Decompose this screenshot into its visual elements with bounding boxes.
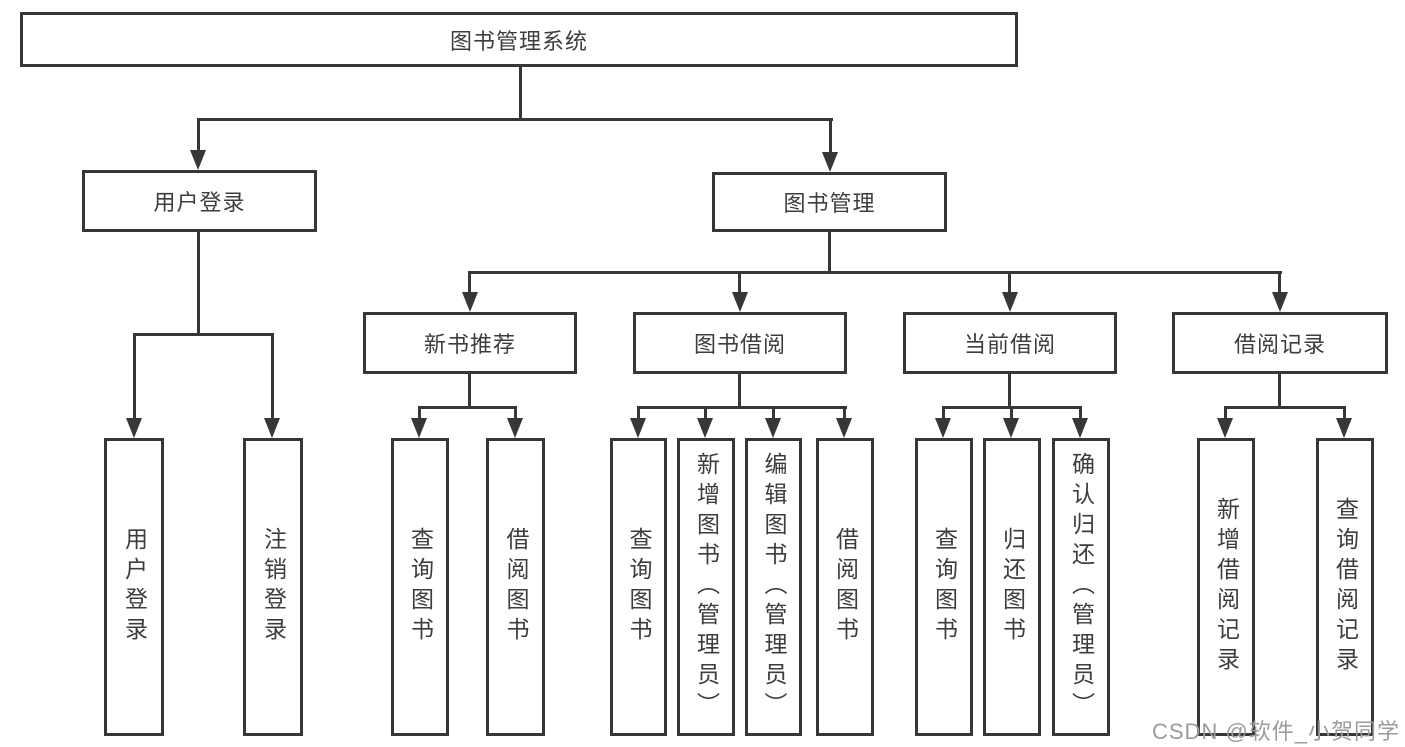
leaf-query-books-2: 查询图书	[610, 438, 667, 736]
node-root-label: 图书管理系统	[449, 28, 588, 54]
arrow-down-icon	[411, 418, 427, 438]
connector-to-leaf	[514, 406, 517, 420]
connector-to-leaf	[843, 406, 846, 420]
arrow-down-icon	[462, 292, 478, 312]
watermark: CSDN @软件_小贺同学	[1152, 719, 1401, 744]
leaf-edit-book-admin: 编辑图书（管理员）	[745, 438, 802, 736]
leaf-label: 新增图书（管理员）	[693, 452, 720, 722]
leaf-query-books-1: 查询图书	[391, 438, 449, 736]
leaf-return-books: 归还图书	[983, 438, 1041, 736]
leaf-add-borrow-record: 新增借阅记录	[1197, 438, 1255, 736]
node-root: 图书管理系统	[20, 12, 1018, 67]
arrow-down-icon	[1336, 418, 1352, 438]
connector-user-login-stem	[197, 230, 200, 335]
node-borrow-records-label: 借阅记录	[1233, 332, 1326, 357]
leaf-label: 查询图书	[407, 527, 434, 647]
connector-borrow-records-rail	[1224, 406, 1346, 409]
node-book-management-label: 图书管理	[783, 191, 876, 216]
node-book-borrow: 图书借阅	[633, 312, 847, 374]
connector-level2-rail	[468, 271, 1282, 274]
arrow-down-icon	[190, 150, 206, 170]
connector-to-leaf	[704, 406, 707, 420]
connector-to-borrow-records	[1278, 271, 1281, 293]
arrow-down-icon	[697, 418, 713, 438]
leaf-query-books-3: 查询图书	[915, 438, 973, 736]
leaf-label: 编辑图书（管理员）	[761, 452, 787, 722]
leaf-label: 借阅图书	[832, 527, 859, 647]
arrow-down-icon	[630, 418, 646, 438]
connector-to-leaf	[637, 406, 640, 420]
node-book-management: 图书管理	[712, 172, 947, 232]
node-current-borrow: 当前借阅	[903, 312, 1117, 374]
leaf-label: 确认归还（管理员）	[1068, 452, 1095, 722]
leaf-label: 查询借阅记录	[1332, 497, 1359, 677]
connector-book-management-stem	[828, 230, 831, 274]
leaf-borrow-books-2: 借阅图书	[816, 438, 874, 736]
leaf-label: 注销登录	[260, 527, 287, 647]
arrow-down-icon	[264, 418, 280, 438]
connector-to-leaf	[1010, 406, 1013, 420]
connector-new-book-recommend-rail	[418, 406, 517, 409]
leaf-label: 借阅图书	[503, 527, 529, 647]
connector-current-borrow-stem	[1008, 372, 1011, 408]
connector-level1-rail	[197, 118, 833, 121]
arrow-down-icon	[935, 418, 951, 438]
arrow-down-icon	[1217, 418, 1233, 438]
node-user-login-label: 用户登录	[153, 190, 246, 215]
connector-to-leaf	[772, 406, 775, 420]
node-borrow-records: 借阅记录	[1172, 312, 1388, 374]
connector-to-book-management	[829, 118, 832, 154]
connector-to-leaf	[1343, 406, 1346, 420]
leaf-confirm-return-admin: 确认归还（管理员）	[1052, 438, 1110, 736]
connector-to-leaf	[1079, 406, 1082, 420]
leaf-label: 用户登录	[121, 527, 148, 647]
connector-new-book-recommend-stem	[468, 372, 471, 408]
connector-book-borrow-stem	[738, 372, 741, 408]
leaf-label: 查询图书	[626, 527, 652, 647]
node-current-borrow-label: 当前借阅	[963, 332, 1056, 357]
leaf-borrow-books-1: 借阅图书	[486, 438, 545, 736]
node-new-book-recommend-label: 新书推荐	[423, 332, 516, 357]
connector-to-book-borrow	[738, 271, 741, 293]
node-new-book-recommend: 新书推荐	[363, 312, 577, 374]
arrow-down-icon	[1072, 418, 1088, 438]
node-book-borrow-label: 图书借阅	[693, 332, 786, 357]
leaf-label: 查询图书	[931, 527, 958, 647]
node-user-login: 用户登录	[82, 170, 317, 232]
leaf-logout: 注销登录	[243, 438, 303, 736]
leaf-label: 新增借阅记录	[1213, 497, 1240, 677]
arrow-down-icon	[1272, 292, 1288, 312]
connector-to-leaf	[1224, 406, 1227, 420]
leaf-query-borrow-record: 查询借阅记录	[1316, 438, 1374, 736]
connector-to-new-book-recommend	[468, 271, 471, 293]
arrow-down-icon	[732, 292, 748, 312]
leaf-label: 归还图书	[999, 527, 1026, 647]
connector-to-user-login	[197, 118, 200, 152]
connector-to-leaf	[942, 406, 945, 420]
arrow-down-icon	[822, 152, 838, 172]
arrow-down-icon	[507, 418, 523, 438]
connector-to-current-borrow	[1008, 271, 1011, 293]
arrow-down-icon	[765, 418, 781, 438]
arrow-down-icon	[1003, 418, 1019, 438]
connector-user-login-rail	[133, 333, 274, 336]
arrow-down-icon	[1002, 292, 1018, 312]
connector-borrow-records-stem	[1278, 372, 1281, 408]
connector-to-leaf	[418, 406, 421, 420]
connector-to-leaf-logout	[271, 333, 274, 418]
arrow-down-icon	[836, 418, 852, 438]
leaf-add-book-admin: 新增图书（管理员）	[677, 438, 735, 736]
connector-to-leaf-user-login	[133, 333, 136, 418]
connector-book-borrow-rail	[637, 406, 847, 409]
connector-root-stem	[519, 65, 522, 120]
leaf-user-login: 用户登录	[104, 438, 164, 736]
arrow-down-icon	[126, 418, 142, 438]
